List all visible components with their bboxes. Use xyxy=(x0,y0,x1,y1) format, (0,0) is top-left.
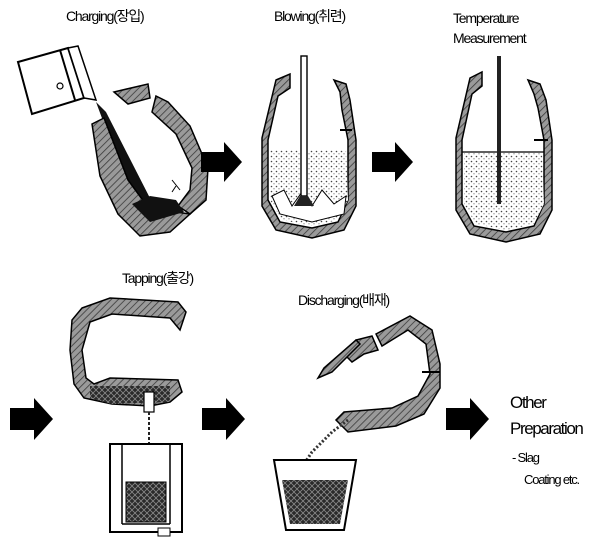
flow-arrow-4 xyxy=(202,398,245,440)
step-label-charging: Charging(장입) xyxy=(66,8,144,24)
flow-arrow-5 xyxy=(446,398,489,440)
slag-pot xyxy=(274,460,356,530)
step-label-discharging: Discharging(배재) xyxy=(298,292,389,308)
final-note-coating: Coating etc. xyxy=(524,472,579,488)
step-label-tapping: Tapping(출강) xyxy=(122,270,193,286)
temperature-probe xyxy=(497,56,501,204)
charging-chute xyxy=(18,46,96,114)
discharging-illustration xyxy=(274,316,440,530)
charging-illustration xyxy=(18,46,208,236)
step-label-measurement: Measurement xyxy=(453,30,525,46)
step-label-temperature: Temperature xyxy=(453,10,518,26)
flow-arrow-3 xyxy=(10,398,53,440)
final-label-other: Other xyxy=(510,392,546,414)
tilted-converter xyxy=(92,84,208,236)
final-note-slag: - Slag xyxy=(512,450,539,466)
steel-ladle xyxy=(110,444,182,536)
temperature-illustration xyxy=(456,56,552,242)
tapping-illustration xyxy=(10,298,186,536)
flow-arrow-2 xyxy=(372,142,413,182)
oxygen-lance xyxy=(301,56,307,196)
step-label-blowing: Blowing(취련) xyxy=(274,8,345,24)
blowing-illustration xyxy=(262,56,356,238)
final-label-preparation: Preparation xyxy=(510,418,583,440)
